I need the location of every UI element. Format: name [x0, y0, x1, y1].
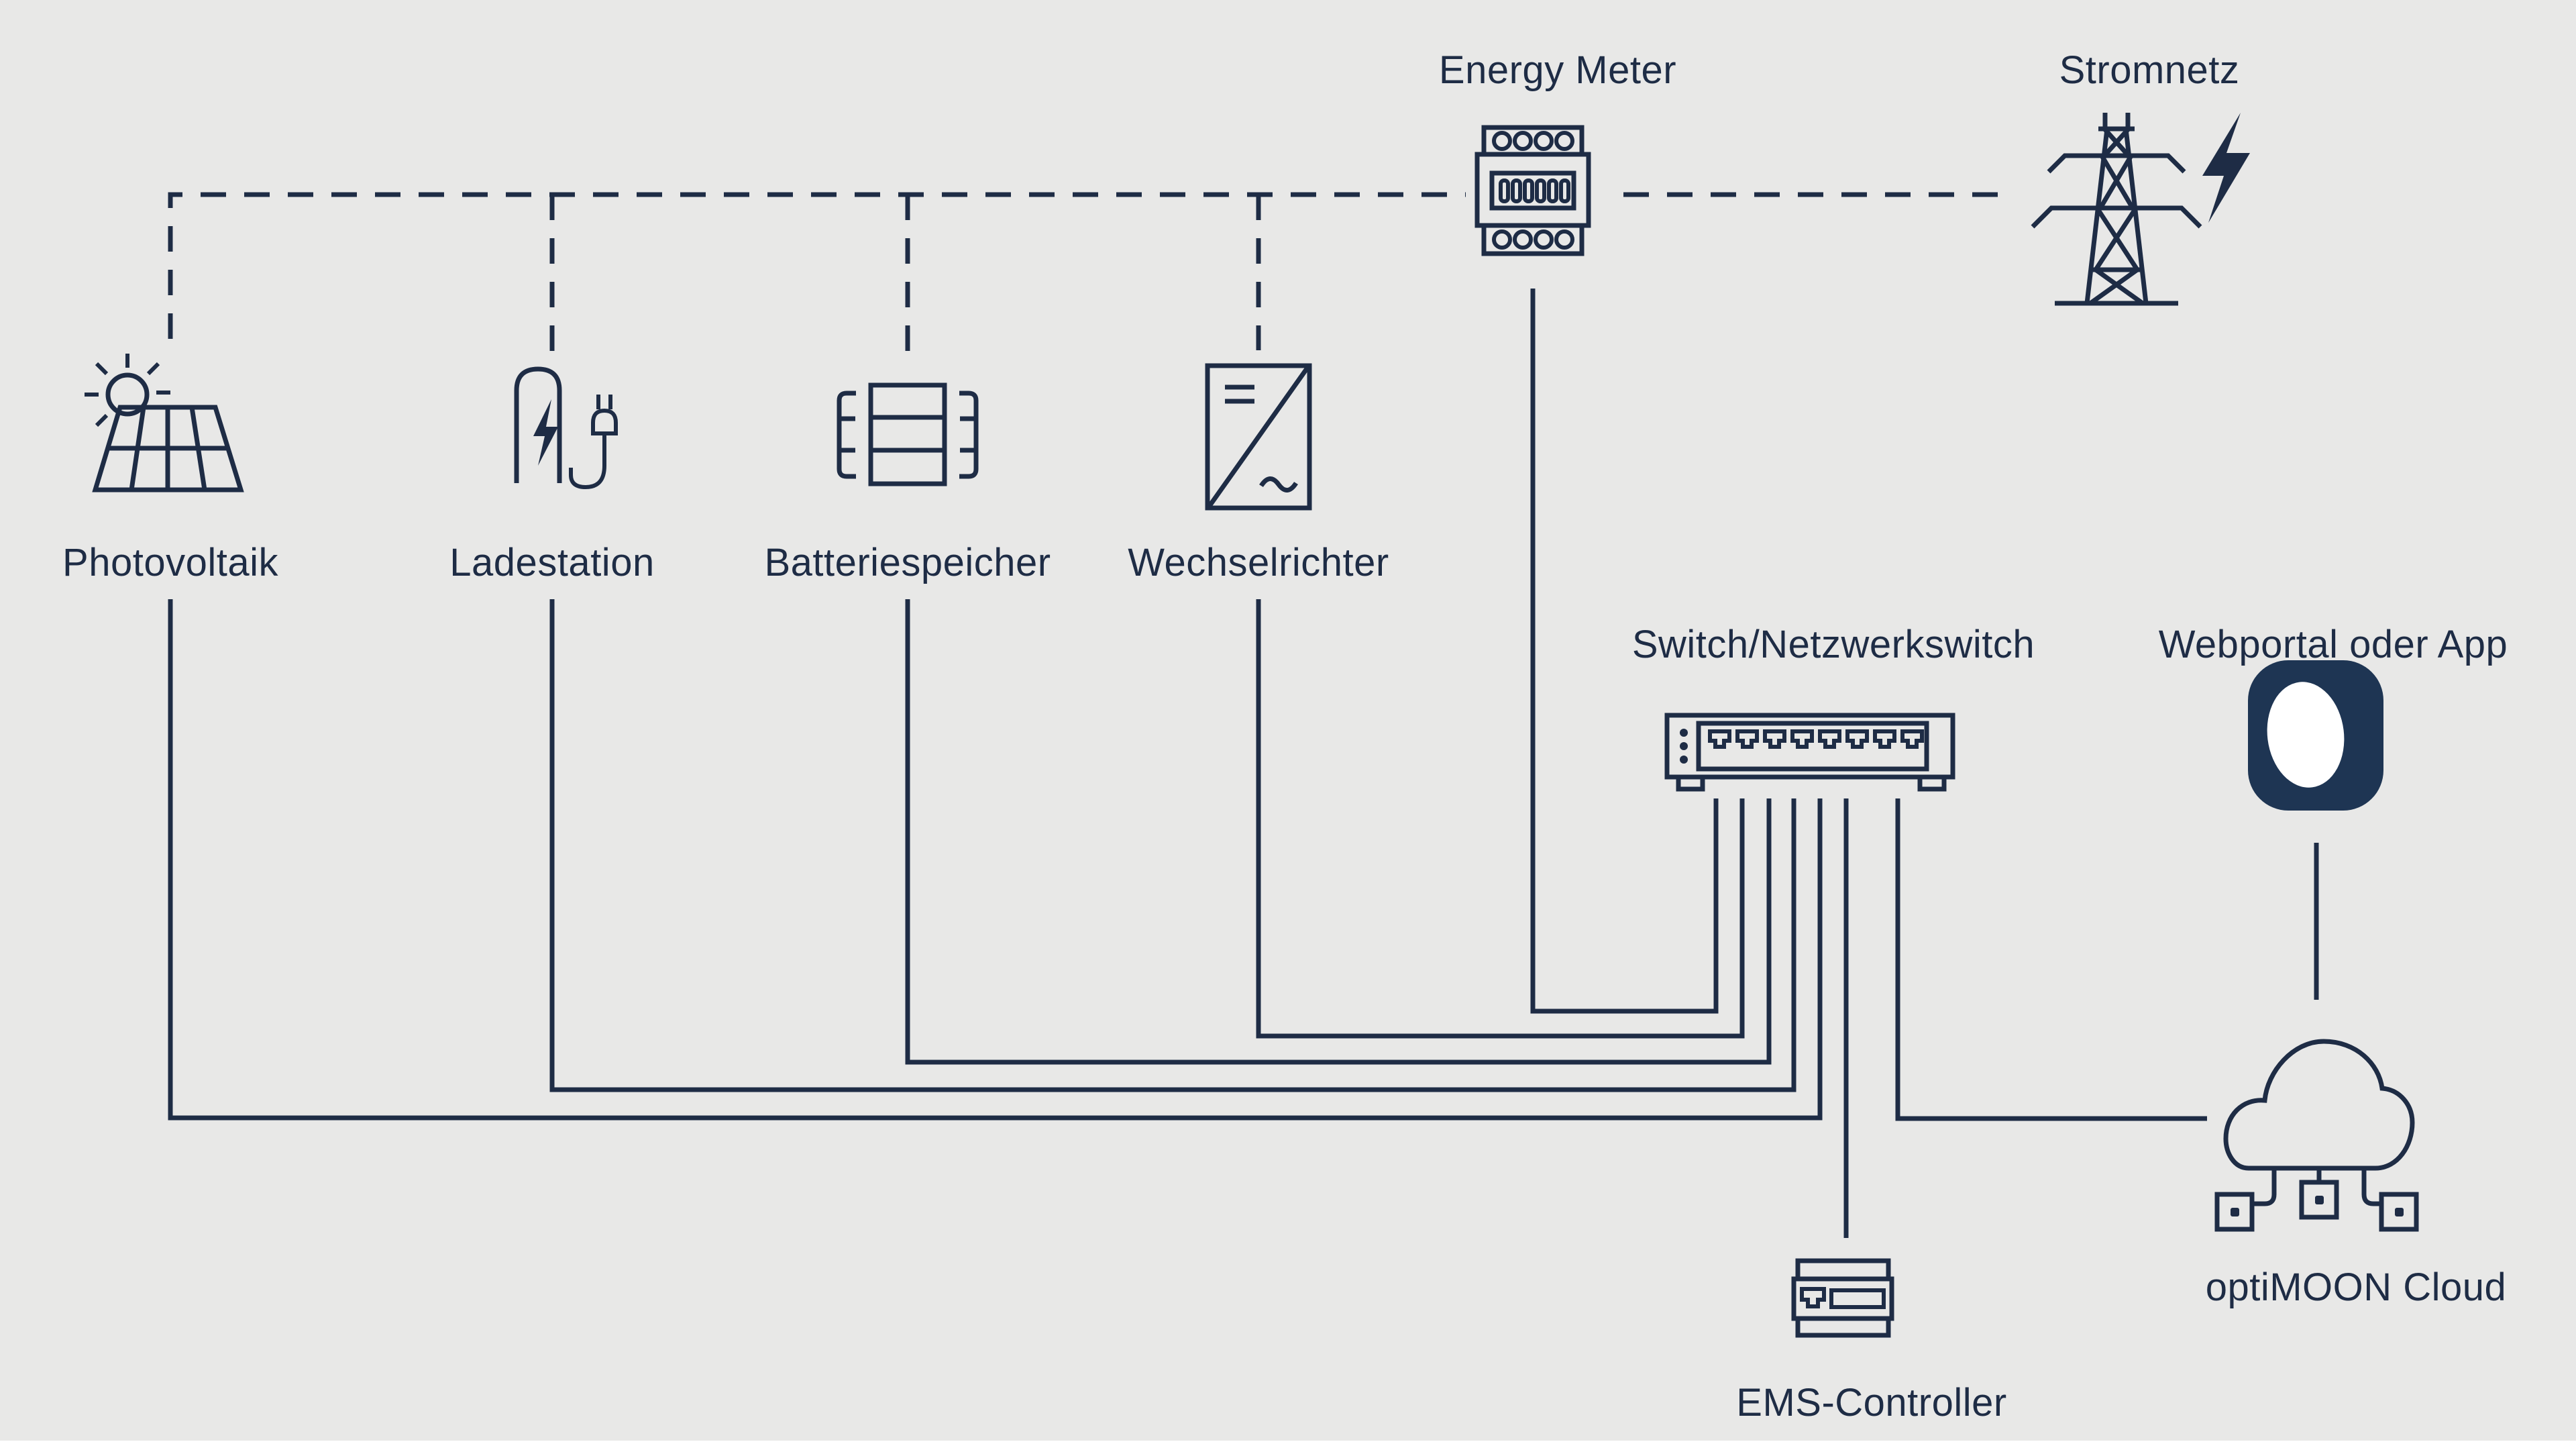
ladestation-network-line — [549, 599, 1796, 1092]
battery-storage-icon — [837, 382, 979, 486]
power-grid-pylon-icon — [2031, 113, 2250, 306]
cloud-network-line — [1895, 798, 2207, 1121]
network-switch-icon — [1664, 713, 1955, 792]
ems-controller-icon — [1791, 1258, 1894, 1338]
label-webportal: Webportal oder App — [2158, 623, 2508, 666]
network-lines — [168, 289, 2319, 1238]
dashed-power-lines — [168, 192, 2012, 369]
energy-meter-icon — [1474, 125, 1591, 256]
pv-network-line — [168, 599, 1823, 1121]
inverter-icon — [1205, 363, 1312, 511]
meter-network-line — [1530, 289, 1719, 1014]
label-stromnetz: Stromnetz — [2059, 48, 2240, 92]
cloud-icon — [2214, 1039, 2419, 1232]
label-optimoon-cloud: optiMOON Cloud — [2205, 1265, 2507, 1309]
wechselrichter-network-line — [1256, 599, 1745, 1039]
ev-charger-icon — [514, 366, 618, 490]
label-ladestation: Ladestation — [449, 541, 655, 584]
app-icon — [2248, 660, 2383, 811]
label-photovoltaik: Photovoltaik — [62, 541, 278, 584]
label-wechselrichter: Wechselrichter — [1128, 541, 1389, 584]
solar-panel-icon — [85, 354, 244, 493]
page-bottom-strip — [0, 1441, 2576, 1450]
label-energy-meter: Energy Meter — [1438, 48, 1677, 92]
label-batteriespeicher: Batteriespeicher — [764, 541, 1051, 584]
batterie-network-line — [905, 599, 1772, 1065]
label-ems-controller: EMS-Controller — [1736, 1381, 2007, 1425]
lightning-bolt-icon — [2202, 113, 2250, 223]
label-switch: Switch/Netzwerkswitch — [1631, 623, 2035, 666]
